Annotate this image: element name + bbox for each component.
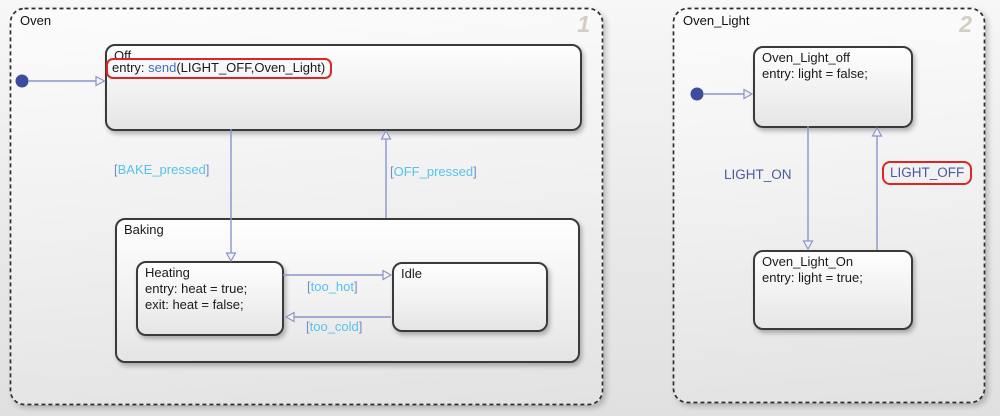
state-oven-light-off-name: Oven_Light_off [762,50,850,65]
off-entry-prefix: entry: [112,60,149,75]
state-heating[interactable]: Heating entry: heat = true; exit: heat =… [136,261,284,336]
bracket-close: ] [473,164,477,179]
bracket-open: [ [390,164,394,179]
state-oven-light-on[interactable]: Oven_Light_On entry: light = true; [753,250,913,330]
off-entry-highlight-box: entry: send(LIGHT_OFF,Oven_Light) [106,58,333,79]
state-oven-light-on-name: Oven_Light_On [762,254,854,269]
condition-text: too_cold [309,319,359,334]
oven-title: Oven [20,13,52,28]
state-oven-light-off[interactable]: Oven_Light_off entry: light = false; [753,46,913,128]
state-idle[interactable]: Idle [392,262,548,332]
transition-label-bake-pressed[interactable]: [BAKE_pressed] [114,162,209,177]
bracket-open: [ [307,279,311,294]
transition-label-off-pressed[interactable]: [OFF_pressed] [390,164,477,179]
state-off[interactable]: Off entry: send(LIGHT_OFF,Oven_Light) [105,44,582,131]
state-oven-light-off-entry: entry: light = false; [762,66,868,81]
state-baking-name: Baking [124,222,164,237]
state-heating-exit: exit: heat = false; [145,297,244,312]
condition-text: OFF_pressed [393,164,474,179]
bracket-close: ] [354,279,358,294]
transition-label-too-cold[interactable]: [too_cold] [306,319,362,334]
condition-text: BAKE_pressed [117,162,206,177]
bracket-open: [ [306,319,310,334]
oven-order-badge: 1 [577,11,590,37]
state-heating-name: Heating [145,265,190,280]
condition-text: too_hot [310,279,354,294]
state-idle-name: Idle [401,266,422,281]
transition-label-light-on[interactable]: LIGHT_ON [724,167,792,182]
transition-label-too-hot[interactable]: [too_hot] [307,279,358,294]
off-entry-suffix: (LIGHT_OFF,Oven_Light) [176,60,326,75]
state-oven-light-on-entry: entry: light = true; [762,270,863,285]
bracket-close: ] [205,162,210,177]
bracket-open: [ [114,162,118,177]
bracket-close: ] [358,319,363,334]
state-heating-entry: entry: heat = true; [145,281,248,296]
oven-light-title: Oven_Light [683,13,750,28]
transition-label-light-off-highlighted[interactable]: LIGHT_OFF [882,161,973,185]
off-entry-keyword: send [148,60,177,75]
oven-light-order-badge: 2 [959,11,972,37]
